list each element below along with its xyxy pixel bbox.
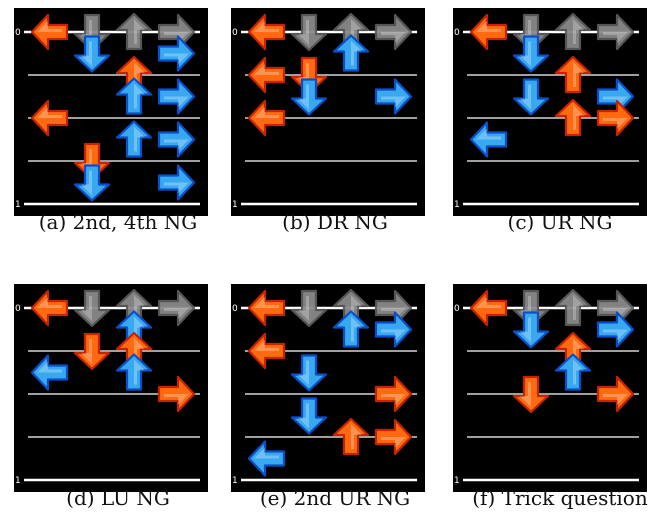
caption-b: (b) DR NG: [282, 210, 388, 234]
orange-left-arrow-icon: [469, 289, 508, 327]
blue-right-arrow-icon: [596, 311, 635, 348]
blue-right-arrow-icon: [157, 164, 196, 201]
orange-down-arrow-icon: [73, 332, 111, 371]
receptor-down-icon: [290, 289, 328, 328]
orange-left-arrow-icon: [247, 99, 286, 137]
marker-top: 0: [232, 28, 238, 38]
caption-d: (d) LU NG: [66, 486, 170, 510]
blue-down-arrow-icon: [290, 397, 328, 435]
marker-bottom: 1: [232, 200, 238, 210]
receptor-up-icon: [554, 12, 592, 51]
orange-left-arrow-icon: [247, 56, 286, 94]
marker-top: 0: [15, 28, 21, 38]
receptor-down-icon: [290, 13, 328, 52]
orange-left-arrow-icon: [247, 332, 286, 370]
blue-up-arrow-icon: [115, 120, 153, 158]
blue-down-arrow-icon: [512, 35, 550, 73]
marker-bottom: 1: [232, 476, 238, 486]
orange-right-arrow-icon: [596, 99, 635, 137]
step-chart-e: 01: [231, 284, 425, 492]
step-chart-b: 01: [231, 8, 425, 216]
marker-top: 0: [232, 304, 238, 314]
marker-bottom: 1: [15, 200, 21, 210]
marker-bottom: 1: [15, 476, 21, 486]
orange-down-arrow-icon: [512, 375, 550, 414]
marker-top: 0: [454, 304, 460, 314]
orange-right-arrow-icon: [374, 418, 413, 456]
blue-down-arrow-icon: [290, 354, 328, 392]
caption-a: (a) 2nd, 4th NG: [38, 210, 198, 234]
blue-up-arrow-icon: [332, 34, 370, 72]
caption-e: (e) 2nd UR NG: [259, 486, 411, 510]
blue-left-arrow-icon: [247, 440, 286, 477]
orange-right-arrow-icon: [596, 375, 635, 413]
blue-up-arrow-icon: [332, 310, 370, 348]
caption-c: (c) UR NG: [507, 210, 613, 234]
orange-up-arrow-icon: [554, 55, 592, 94]
blue-right-arrow-icon: [157, 35, 196, 72]
blue-left-arrow-icon: [469, 121, 508, 158]
step-chart-a: 01: [14, 8, 208, 216]
blue-up-arrow-icon: [554, 353, 592, 391]
blue-left-arrow-icon: [30, 354, 69, 391]
blue-down-arrow-icon: [290, 78, 328, 116]
orange-right-arrow-icon: [157, 375, 196, 413]
receptor-up-icon: [115, 12, 153, 51]
blue-right-arrow-icon: [374, 311, 413, 348]
blue-down-arrow-icon: [512, 78, 550, 116]
step-chart-f: 01: [453, 284, 647, 492]
step-chart-d: 01: [14, 284, 208, 492]
orange-left-arrow-icon: [30, 289, 69, 327]
receptor-down-icon: [73, 289, 111, 328]
blue-right-arrow-icon: [374, 78, 413, 115]
orange-up-arrow-icon: [554, 98, 592, 137]
receptor-up-icon: [554, 288, 592, 327]
blue-down-arrow-icon: [73, 35, 111, 73]
orange-left-arrow-icon: [30, 13, 69, 51]
orange-left-arrow-icon: [30, 99, 69, 137]
orange-left-arrow-icon: [247, 13, 286, 51]
caption-f: (f) Trick question: [472, 486, 648, 510]
receptor-right-icon: [374, 13, 413, 51]
blue-up-arrow-icon: [115, 77, 153, 115]
receptor-right-icon: [596, 13, 635, 51]
marker-top: 0: [15, 304, 21, 314]
blue-up-arrow-icon: [115, 353, 153, 391]
orange-left-arrow-icon: [247, 289, 286, 327]
marker-bottom: 1: [454, 476, 460, 486]
blue-down-arrow-icon: [512, 311, 550, 349]
step-chart-c: 01: [453, 8, 647, 216]
blue-right-arrow-icon: [157, 121, 196, 158]
marker-bottom: 1: [454, 200, 460, 210]
orange-right-arrow-icon: [374, 375, 413, 413]
orange-up-arrow-icon: [332, 417, 370, 456]
orange-left-arrow-icon: [469, 13, 508, 51]
blue-down-arrow-icon: [73, 164, 111, 202]
marker-top: 0: [454, 28, 460, 38]
receptor-right-icon: [157, 289, 196, 327]
blue-right-arrow-icon: [157, 78, 196, 115]
